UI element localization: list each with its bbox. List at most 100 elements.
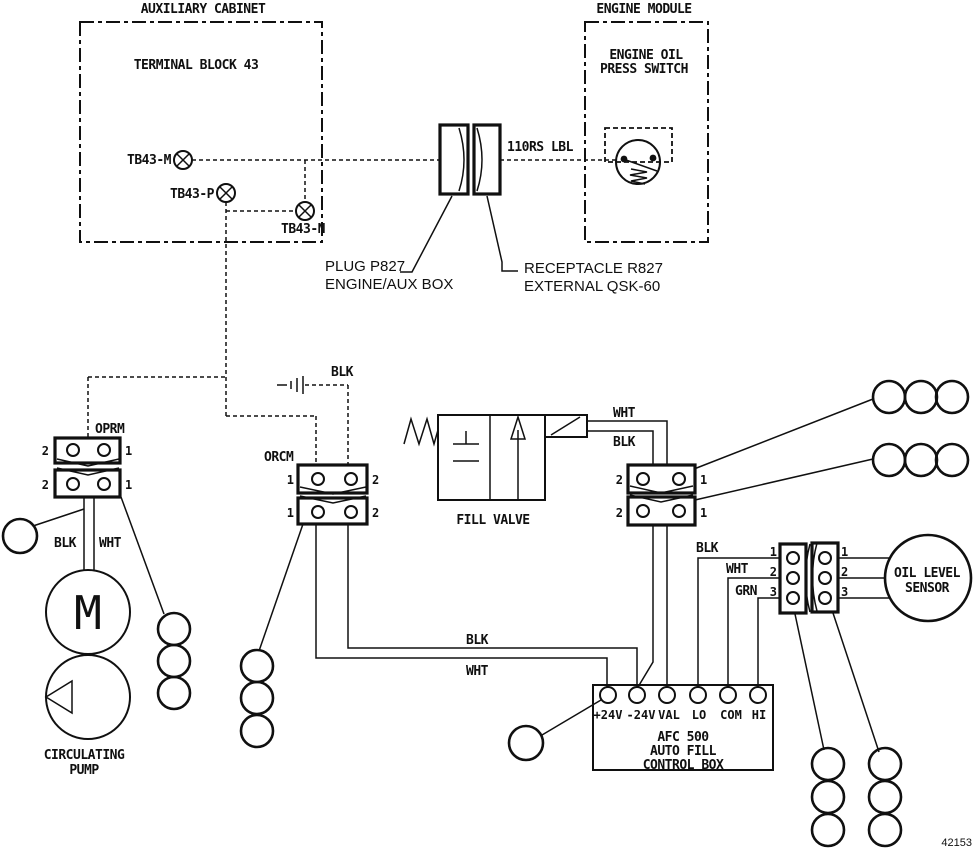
fill-valve: FILL VALVE WHT BLK xyxy=(403,406,668,528)
sensor-pin-left: 3 xyxy=(770,585,777,599)
orcm-label: ORCM xyxy=(264,450,294,465)
pump-triangle xyxy=(44,679,73,715)
pump-wiring: BLK WHT xyxy=(1,496,192,711)
orcm-contact-chevron xyxy=(299,495,367,504)
auxiliary-cabinet-border xyxy=(79,21,323,243)
terminal-label: HI xyxy=(752,708,766,722)
auxiliary-cabinet: AUXILIARY CABINET TERMINAL BLOCK 43 TB43… xyxy=(79,2,326,243)
splice-cluster-left xyxy=(156,611,192,711)
terminal-label: -24V xyxy=(627,708,656,722)
terminal-tb43-m: TB43-M xyxy=(127,150,193,170)
receptacle-r827-body xyxy=(472,123,502,196)
bus-blk-label: BLK xyxy=(466,633,489,648)
oprm-pin: 2 xyxy=(42,444,49,458)
oprm-pin: 2 xyxy=(42,478,49,492)
valve-blk-label: BLK xyxy=(613,435,636,450)
receptacle-label-line2: EXTERNAL QSK-60 xyxy=(524,278,660,295)
receptacle-label-line1: RECEPTACLE R827 xyxy=(524,260,663,277)
tb43-m-label: TB43-M xyxy=(127,153,172,168)
sensor-grn-label: GRN xyxy=(735,584,758,599)
valve-relay-chevron xyxy=(629,494,694,503)
valve-blk-wire xyxy=(587,430,654,465)
control-box-name-line1: AFC 500 xyxy=(657,730,709,745)
ground-symbol: BLK xyxy=(277,365,354,464)
valve-relay: 2 1 2 1 xyxy=(616,398,874,688)
plug-p827-body xyxy=(438,123,470,196)
terminal-tb43-n: TB43-N xyxy=(281,201,326,237)
auxiliary-cabinet-title: AUXILIARY CABINET xyxy=(141,2,266,17)
fill-valve-label: FILL VALVE xyxy=(456,513,529,528)
sensor-connector-curve xyxy=(811,542,818,612)
oprm-pin: 1 xyxy=(125,444,132,458)
connector-mating-curve xyxy=(458,127,465,192)
sensor-pin-left: 1 xyxy=(770,545,777,559)
orcm-relay: ORCM 1 2 1 2 xyxy=(264,450,379,526)
oil-level-sensor-wiring: BLK WHT GRN 1 2 3 1 2 3 OIL LEVEL SENSOR xyxy=(696,533,973,753)
terminal-label: COM xyxy=(720,708,742,722)
sensor-label-line1: OIL LEVEL xyxy=(894,566,961,581)
pump-symbol xyxy=(45,654,131,740)
pump-wht-wire-label: WHT xyxy=(99,536,122,551)
sensor-plug-body xyxy=(778,542,808,615)
pump-label-line1: CIRCULATING xyxy=(44,748,125,763)
control-box-name-line2: AUTO FILL xyxy=(650,744,717,759)
terminal-label: +24V xyxy=(594,708,623,722)
plug-leader-line xyxy=(400,195,453,273)
oprm-contact-chevron xyxy=(56,458,120,467)
bus-wht-label: WHT xyxy=(466,664,489,679)
circulating-pump: M CIRCULATING PUMP xyxy=(44,569,131,778)
sensor-pin-right: 3 xyxy=(841,585,848,599)
sensor-wht-label: WHT xyxy=(726,562,749,577)
sensor-pin-right: 2 xyxy=(841,565,848,579)
oprm-pin: 1 xyxy=(125,478,132,492)
plug-label-line2: ENGINE/AUX BOX xyxy=(325,276,453,293)
afc-500-control-box: +24V -24V VAL LO COM HI AFC 500 AUTO FIL… xyxy=(507,684,774,773)
valve-relay-chevron xyxy=(629,485,694,494)
orcm-pin: 1 xyxy=(287,473,294,487)
receptacle-leader-line xyxy=(486,195,518,272)
splice-ball xyxy=(1,517,39,555)
valve-wht-label: WHT xyxy=(613,406,636,421)
oil-level-sensor-symbol xyxy=(883,533,973,623)
terminal-block-label: TERMINAL BLOCK 43 xyxy=(134,58,259,73)
terminal-tb43-p: TB43-P xyxy=(170,183,236,203)
sensor-receptacle-body xyxy=(810,541,840,614)
sensor-connector-curve xyxy=(804,543,811,613)
valve-spring xyxy=(403,416,439,447)
control-wiring-dashed xyxy=(87,159,618,464)
connector-mating-curve xyxy=(476,127,483,192)
orcm-output-wiring: BLK WHT xyxy=(239,523,638,749)
sensor-pin-left: 2 xyxy=(770,565,777,579)
ground-blk-label: BLK xyxy=(331,365,354,380)
valve-relay-pin: 1 xyxy=(700,473,707,487)
orcm-pin: 2 xyxy=(372,473,379,487)
splice-cluster-top-right xyxy=(871,379,970,478)
valve-relay-pin: 2 xyxy=(616,473,623,487)
oprm-label: OPRM xyxy=(95,422,125,437)
oprm-relay: OPRM 2 1 2 1 xyxy=(42,422,132,499)
sensor-pin-right: 1 xyxy=(841,545,848,559)
press-switch-label-line2: PRESS SWITCH xyxy=(600,62,688,77)
oprm-contact-chevron xyxy=(56,467,120,476)
valve-relay-pin: 1 xyxy=(700,506,707,520)
solenoid-box xyxy=(544,414,588,438)
terminal-label: LO xyxy=(692,708,706,722)
oil-pressure-switch-symbol xyxy=(604,127,673,185)
connector-p827-r827: 110RS LBL PLUG P827 ENGINE/AUX BOX RECEP… xyxy=(325,123,663,295)
wire-110rs-label: 110RS LBL xyxy=(507,140,574,155)
pump-label-line2: PUMP xyxy=(69,763,99,778)
control-box-name-line3: CONTROL BOX xyxy=(643,758,724,773)
orcm-contact-chevron xyxy=(299,486,367,495)
orcm-pin: 2 xyxy=(372,506,379,520)
press-switch-label-line1: ENGINE OIL xyxy=(609,48,683,63)
terminal-label: VAL xyxy=(658,708,680,722)
tb43-n-label: TB43-N xyxy=(281,222,326,237)
sensor-label-line2: SENSOR xyxy=(905,581,950,596)
motor-letter: M xyxy=(74,586,102,640)
valve-relay-pin: 2 xyxy=(616,506,623,520)
engine-module: ENGINE MODULE ENGINE OIL PRESS SWITCH xyxy=(584,2,709,243)
engine-module-title: ENGINE MODULE xyxy=(596,2,691,17)
valve-arrow-head xyxy=(509,414,527,440)
